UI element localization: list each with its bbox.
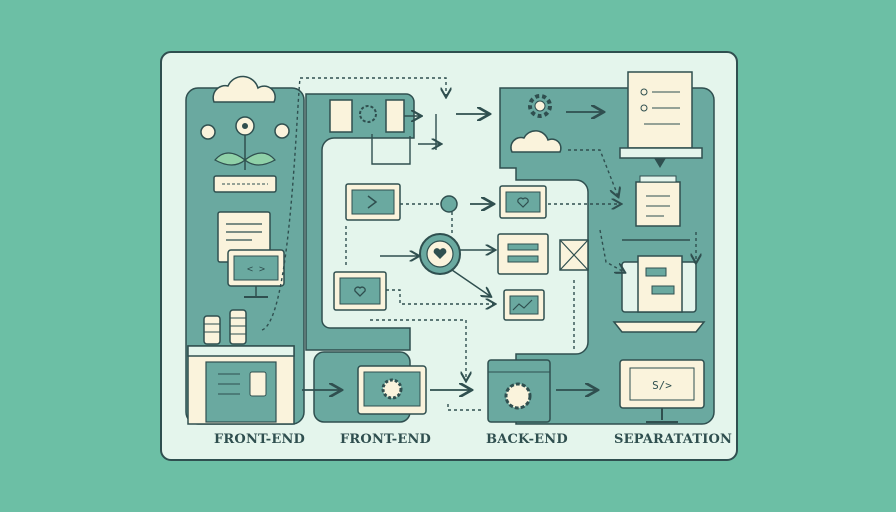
heart-icon bbox=[419, 233, 461, 275]
separation-label: SEPARATATION bbox=[614, 432, 733, 447]
monitor-icon bbox=[345, 183, 401, 221]
connector-lines bbox=[371, 114, 690, 296]
code-brackets-text: < > bbox=[247, 264, 265, 275]
backend-panel bbox=[499, 87, 715, 425]
backend-label: BACK-END bbox=[486, 432, 568, 447]
gear-icon bbox=[359, 105, 377, 123]
flower-icon bbox=[200, 116, 290, 193]
monitor-icon: < > bbox=[227, 249, 285, 298]
connector-lines bbox=[261, 77, 696, 411]
document-icon bbox=[619, 71, 703, 168]
mail-icon bbox=[559, 239, 589, 271]
gear-panel-icon bbox=[487, 359, 551, 423]
frontend-label: FRONT-END bbox=[214, 432, 306, 447]
process-strip bbox=[329, 99, 420, 133]
database-icon bbox=[203, 309, 247, 345]
monitor-icon bbox=[357, 365, 427, 415]
gear-icon bbox=[504, 382, 532, 410]
gear-icon bbox=[528, 94, 552, 118]
monitor-icon: S/> bbox=[619, 359, 705, 423]
gear-icon bbox=[440, 195, 458, 213]
list-card bbox=[497, 233, 549, 275]
arrow-icon bbox=[302, 114, 596, 390]
form-icon bbox=[635, 175, 681, 227]
server-icon bbox=[187, 345, 295, 425]
cloud-icon bbox=[510, 130, 562, 153]
monitor-icon bbox=[333, 271, 387, 311]
frontend-label: FRONT-END bbox=[340, 432, 432, 447]
cloud-icon bbox=[212, 75, 276, 103]
chart-card bbox=[503, 289, 545, 321]
gear-icon bbox=[381, 378, 403, 400]
code-symbol-text: S/> bbox=[652, 379, 672, 392]
heart-card bbox=[499, 185, 547, 219]
laptop-icon bbox=[612, 255, 706, 333]
